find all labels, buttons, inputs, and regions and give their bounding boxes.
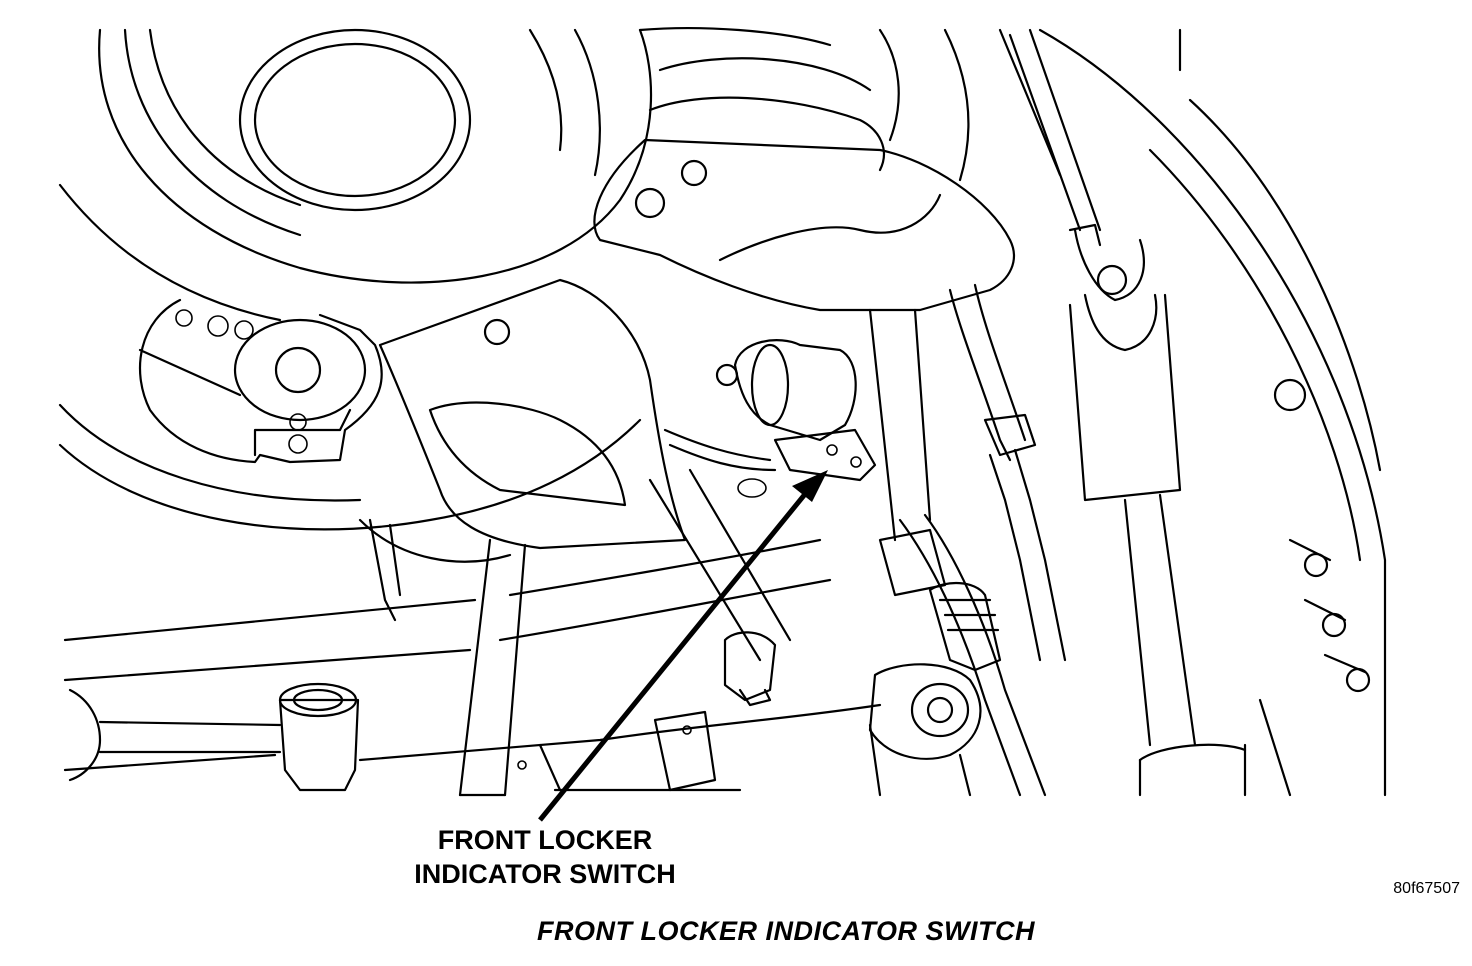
axle-bracket [378,278,687,550]
upper-bracket [593,27,1015,312]
center-bushing [517,710,717,792]
shock-absorber [998,28,1247,797]
right-bushing [868,663,982,797]
callout-line-1: FRONT LOCKER [437,825,653,855]
crossmember [63,538,882,772]
vertical-tube [868,283,1067,662]
vertical-rods [368,518,527,797]
brake-hose [878,513,1047,797]
upper-ring [878,28,1182,182]
figure-caption: FRONT LOCKER INDICATOR SWITCH [537,916,1035,946]
figure-id: 80f67507 [1393,880,1460,897]
bottom-edge [458,788,742,797]
indicator-switch [663,339,877,498]
wheel-well [1038,28,1387,797]
callout-label: FRONT LOCKER INDICATOR SWITCH [395,823,695,891]
callout-arrow [538,470,828,822]
drum-outline [58,403,642,563]
left-plate [138,298,383,464]
callout-line-2: INDICATOR SWITCH [414,859,676,889]
driveshaft [648,468,792,707]
left-bushing [68,682,360,792]
upper-pulley [58,28,653,322]
